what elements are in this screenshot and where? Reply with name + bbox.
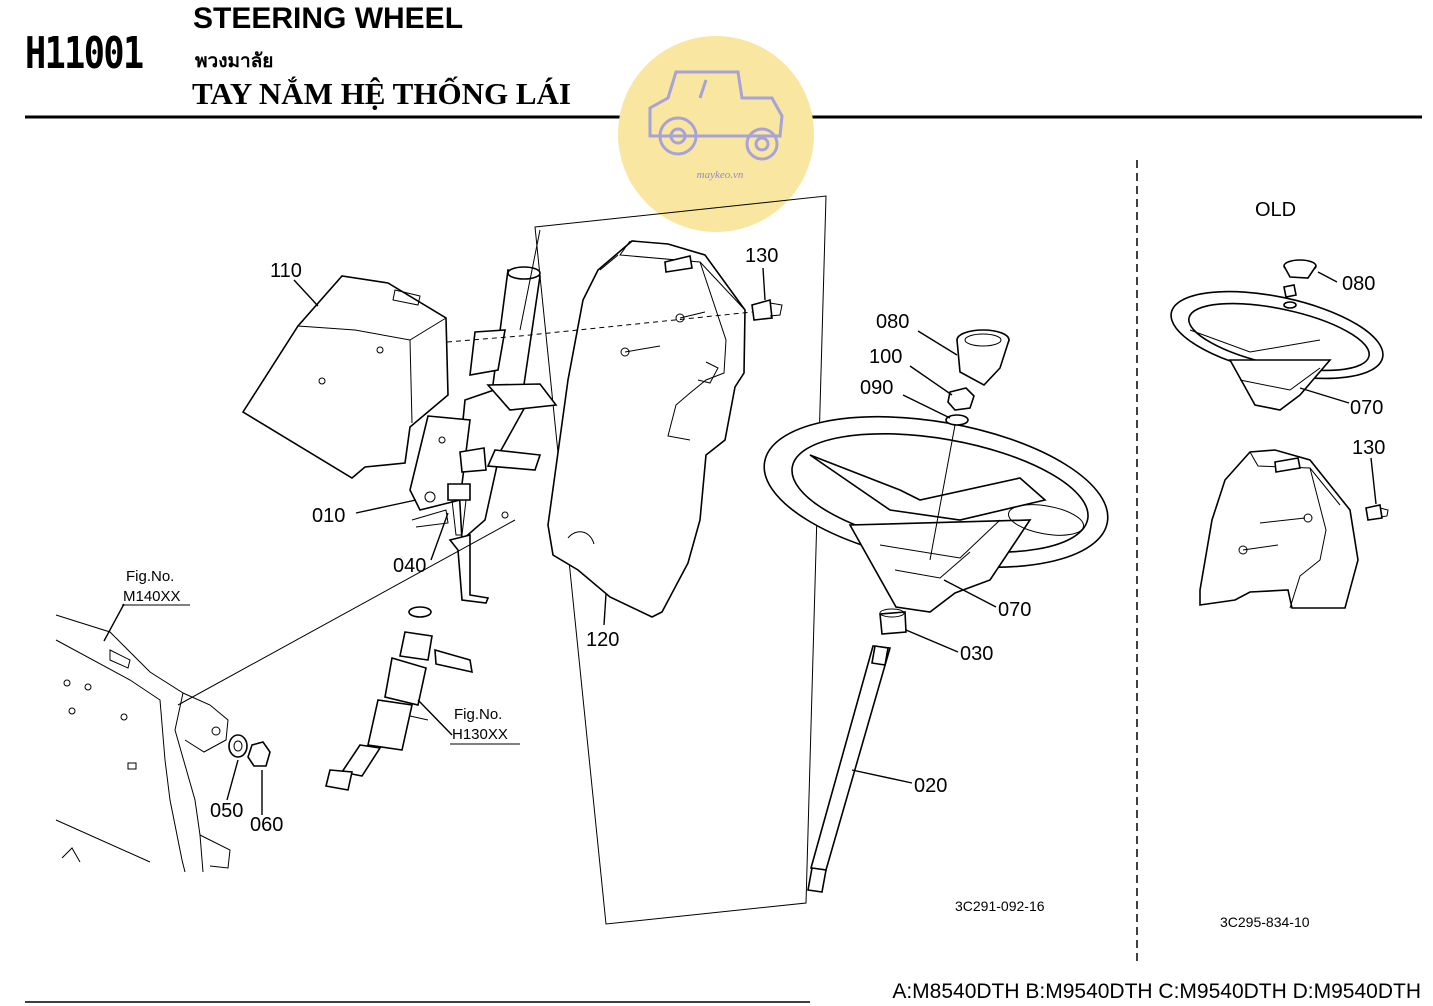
callout-030: 030 (960, 643, 993, 665)
part-130-bolt (751, 298, 783, 321)
mount-guide-line (446, 311, 753, 343)
callout-120: 120 (586, 629, 619, 651)
part-080-horn-cap (956, 329, 1010, 386)
callout-090: 090 (860, 377, 893, 399)
old-callout-leaders (1299, 271, 1377, 505)
old-callout-130: 130 (1352, 437, 1385, 459)
callout-080: 080 (876, 311, 909, 333)
fig-ref-m140-value[interactable]: M140XX (123, 588, 181, 605)
part-070-steering-wheel (763, 415, 1109, 613)
part-030-bushing (879, 608, 907, 635)
old-horn-cap (1283, 259, 1317, 309)
wheel-axis-line (929, 424, 956, 561)
tractor-icon (648, 70, 784, 161)
callout-100: 100 (869, 346, 902, 368)
callout-010: 010 (312, 505, 345, 527)
page-title-vietnamese: TAY NẮM HỆ THỐNG LÁI (192, 76, 571, 111)
part-100-nut (947, 387, 975, 411)
old-callout-080: 080 (1342, 273, 1375, 295)
part-010-column-bracket (409, 266, 558, 604)
part-020-steering-shaft (807, 645, 892, 893)
callout-070: 070 (998, 599, 1031, 621)
old-drawing-code: 3C295-834-10 (1220, 914, 1310, 930)
callout-040: 040 (393, 555, 426, 577)
callout-130: 130 (745, 245, 778, 267)
callout-leaders (103, 267, 997, 815)
part-040-bolt (447, 483, 471, 536)
fig-ref-m140-label[interactable]: Fig.No. (126, 568, 174, 585)
old-rear-cover (1199, 449, 1359, 609)
page-title-english: STEERING WHEEL (193, 2, 464, 35)
old-steering-wheel (1170, 290, 1384, 411)
group-outline (534, 195, 827, 925)
old-bolt-130 (1365, 504, 1389, 521)
callout-020: 020 (914, 775, 947, 797)
model-applicability: A:M8540DTH B:M9540DTH C:M9540DTH D:M9540… (892, 980, 1421, 1003)
callout-110: 110 (270, 260, 302, 282)
page-title-thai: พวงมาลัย (195, 50, 274, 72)
drawing-code: 3C291-092-16 (955, 898, 1045, 914)
part-120-rear-cover (547, 240, 746, 618)
part-050-washer (228, 734, 248, 758)
fig-ref-h130-label[interactable]: Fig.No. (454, 706, 502, 723)
guide-line-dash (177, 519, 516, 706)
universal-joint-shaft (325, 606, 473, 791)
fig-ref-h130-value[interactable]: H130XX (452, 726, 508, 743)
dashboard-frame (55, 614, 231, 873)
old-callout-070: 070 (1350, 397, 1383, 419)
callout-060: 060 (250, 814, 283, 836)
guide-line-column (519, 229, 541, 331)
part-090-washer (945, 414, 969, 426)
part-060-nut (247, 741, 271, 767)
watermark-logo: maykeo.vn (618, 36, 814, 232)
page-code: H11001 (25, 28, 144, 79)
watermark-text: maykeo.vn (697, 169, 744, 181)
part-110-cover (241, 275, 449, 479)
callout-050: 050 (210, 800, 243, 822)
old-heading: OLD (1255, 199, 1296, 221)
